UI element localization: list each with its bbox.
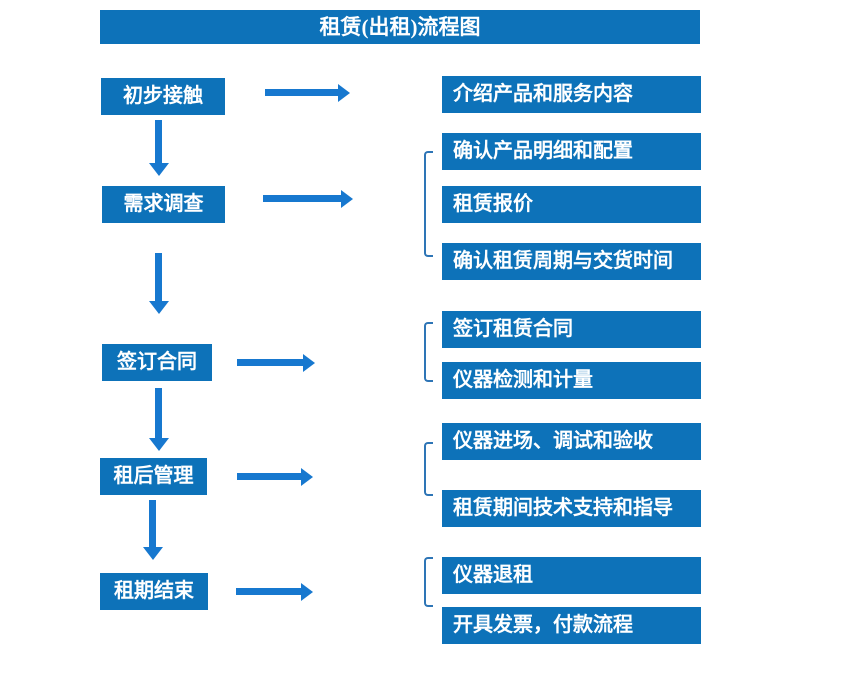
- detail-box-confirm-rental-period: 确认租赁周期与交货时间: [442, 243, 701, 280]
- down-arrow-icon: [148, 253, 169, 314]
- right-arrow-icon: [237, 467, 313, 486]
- detail-box-invoice-payment: 开具发票，付款流程: [442, 607, 701, 644]
- detail-box-instrument-return: 仪器退租: [442, 557, 701, 594]
- down-arrow-icon: [148, 388, 169, 451]
- down-arrow-icon: [142, 500, 163, 560]
- right-arrow-icon: [236, 582, 313, 601]
- detail-box-introduce-products: 介绍产品和服务内容: [442, 76, 701, 113]
- step-box-demand-survey: 需求调查: [102, 186, 225, 223]
- left-bracket-icon: [424, 442, 433, 496]
- step-box-sign-contract: 签订合同: [102, 344, 212, 381]
- right-arrow-icon: [263, 189, 353, 208]
- left-bracket-icon: [424, 322, 433, 382]
- step-box-initial-contact: 初步接触: [101, 78, 225, 115]
- step-box-post-rental-management: 租后管理: [100, 458, 207, 495]
- detail-box-instrument-setup: 仪器进场、调试和验收: [442, 423, 701, 460]
- detail-box-instrument-inspection: 仪器检测和计量: [442, 362, 701, 399]
- right-arrow-icon: [265, 83, 350, 102]
- flowchart-title: 租赁(出租)流程图: [100, 10, 700, 44]
- left-bracket-icon: [424, 151, 433, 257]
- detail-box-confirm-product-details: 确认产品明细和配置: [442, 133, 701, 170]
- down-arrow-icon: [148, 120, 169, 176]
- detail-box-rental-quote: 租赁报价: [442, 186, 701, 223]
- detail-box-sign-rental-contract: 签订租赁合同: [442, 311, 701, 348]
- right-arrow-icon: [237, 353, 315, 372]
- detail-box-tech-support: 租赁期间技术支持和指导: [442, 490, 701, 527]
- step-box-rental-end: 租期结束: [100, 573, 208, 610]
- left-bracket-icon: [424, 557, 433, 607]
